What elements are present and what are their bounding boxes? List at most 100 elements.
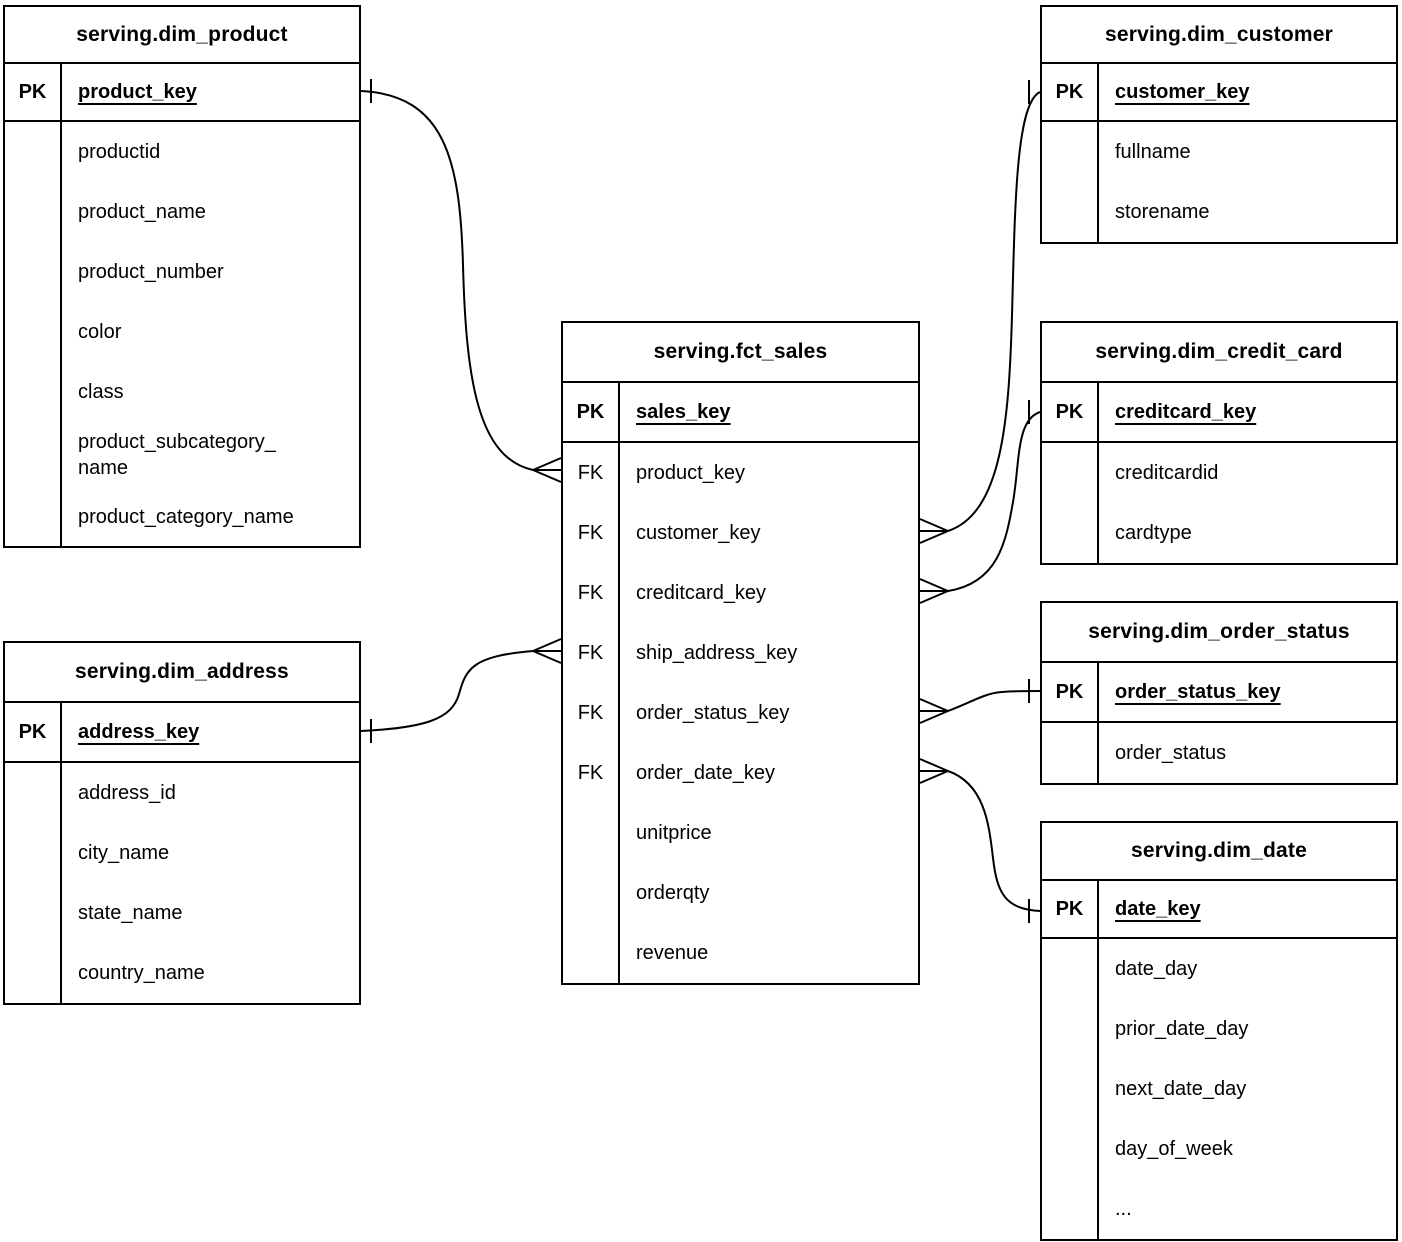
table-row: revenue [563,923,918,983]
row-tag [5,182,62,242]
crow-foot-icon-address [532,638,562,664]
pk-tag: PK [563,383,620,441]
row-tag [1042,1059,1099,1119]
fk-tag: FK [563,743,620,803]
table-row: orderqty [563,863,918,923]
field-name: unitprice [636,822,712,844]
row-tag [5,242,62,302]
table-row: FK order_status_key [563,683,918,743]
table-row: productid [5,122,359,182]
relationship-line-product [360,90,534,471]
entity-table-dim-customer: serving.dim_customer PK customer_key ful… [1040,5,1398,244]
row-tag [1042,1119,1099,1179]
field-name: storename [1115,201,1210,223]
fk-tag: FK [563,503,620,563]
pk-field: creditcard_key [1115,401,1257,423]
row-tag [5,122,62,182]
field-name: next_date_day [1115,1078,1247,1100]
field-name: date_day [1115,958,1198,980]
row-tag [1042,503,1099,563]
field-name: color [78,321,122,343]
table-row: date_day [1042,939,1396,999]
relationship-line-address [360,650,534,732]
table-row: color [5,302,359,362]
pk-field: sales_key [636,401,731,423]
row-tag [5,883,62,943]
pk-row: PK address_key [5,703,359,763]
entity-table-dim-order-status: serving.dim_order_status PK order_status… [1040,601,1398,785]
relationship-line-order-status [947,690,1041,712]
pk-row: PK order_status_key [1042,663,1396,723]
row-tag [563,863,620,923]
field-name: ... [1115,1198,1132,1220]
row-tag [5,823,62,883]
table-row: fullname [1042,122,1396,182]
table-title: serving.dim_product [5,7,359,64]
table-title: serving.dim_address [5,643,359,703]
row-tag [5,763,62,823]
table-row: cardtype [1042,503,1396,563]
pk-row: PK customer_key [1042,64,1396,122]
crow-foot-icon-creditcard [919,578,949,604]
field-name: creditcard_key [636,582,767,604]
table-title: serving.dim_date [1042,823,1396,881]
table-row: unitprice [563,803,918,863]
fk-tag: FK [563,683,620,743]
fk-tag: FK [563,563,620,623]
entity-table-dim-credit-card: serving.dim_credit_card PK creditcard_ke… [1040,321,1398,565]
entity-table-dim-product: serving.dim_product PK product_key produ… [3,5,361,548]
table-row: FK creditcard_key [563,563,918,623]
row-tag [563,923,620,983]
table-title: serving.dim_customer [1042,7,1396,64]
table-row: address_id [5,763,359,823]
relationship-line-order-date [947,770,1041,912]
field-name: customer_key [636,522,761,544]
pk-row: PK sales_key [563,383,918,443]
table-title: serving.dim_order_status [1042,603,1396,663]
pk-tag: PK [1042,663,1099,721]
pk-field: order_status_key [1115,681,1281,703]
field-name: day_of_week [1115,1138,1233,1160]
row-tag [563,803,620,863]
pk-field: customer_key [1115,81,1250,103]
row-tag [5,943,62,1003]
pk-tag: PK [1042,383,1099,441]
field-name: city_name [78,842,170,864]
table-row: creditcardid [1042,443,1396,503]
field-name: creditcardid [1115,462,1219,484]
table-row: product_name [5,182,359,242]
table-row: ... [1042,1179,1396,1239]
field-name: product_name [78,201,206,223]
table-row: state_name [5,883,359,943]
table-row: product_subcategory_ name [5,422,359,488]
field-name: ship_address_key [636,642,798,664]
pk-row: PK product_key [5,64,359,122]
field-name: fullname [1115,141,1191,163]
pk-tag: PK [5,64,62,120]
field-name: prior_date_day [1115,1018,1249,1040]
pk-field: date_key [1115,898,1201,920]
field-name: order_status_key [636,702,790,724]
entity-table-dim-address: serving.dim_address PK address_key addre… [3,641,361,1005]
row-tag [5,362,62,422]
pk-tag: PK [1042,64,1099,120]
table-row: FK ship_address_key [563,623,918,683]
field-name: product_key [636,462,745,484]
pk-field: product_key [78,81,197,103]
field-name: class [78,381,124,403]
fk-tag: FK [563,443,620,503]
table-row: FK customer_key [563,503,918,563]
pk-tag: PK [5,703,62,761]
field-name: state_name [78,902,183,924]
fk-tag: FK [563,623,620,683]
table-row: product_category_name [5,488,359,546]
relationship-line-creditcard [947,411,1041,592]
field-name: revenue [636,942,709,964]
table-row: prior_date_day [1042,999,1396,1059]
field-name: productid [78,141,161,163]
row-tag [1042,122,1099,182]
table-row: FK order_date_key [563,743,918,803]
table-row: country_name [5,943,359,1003]
crow-foot-icon-order-date [919,758,949,784]
